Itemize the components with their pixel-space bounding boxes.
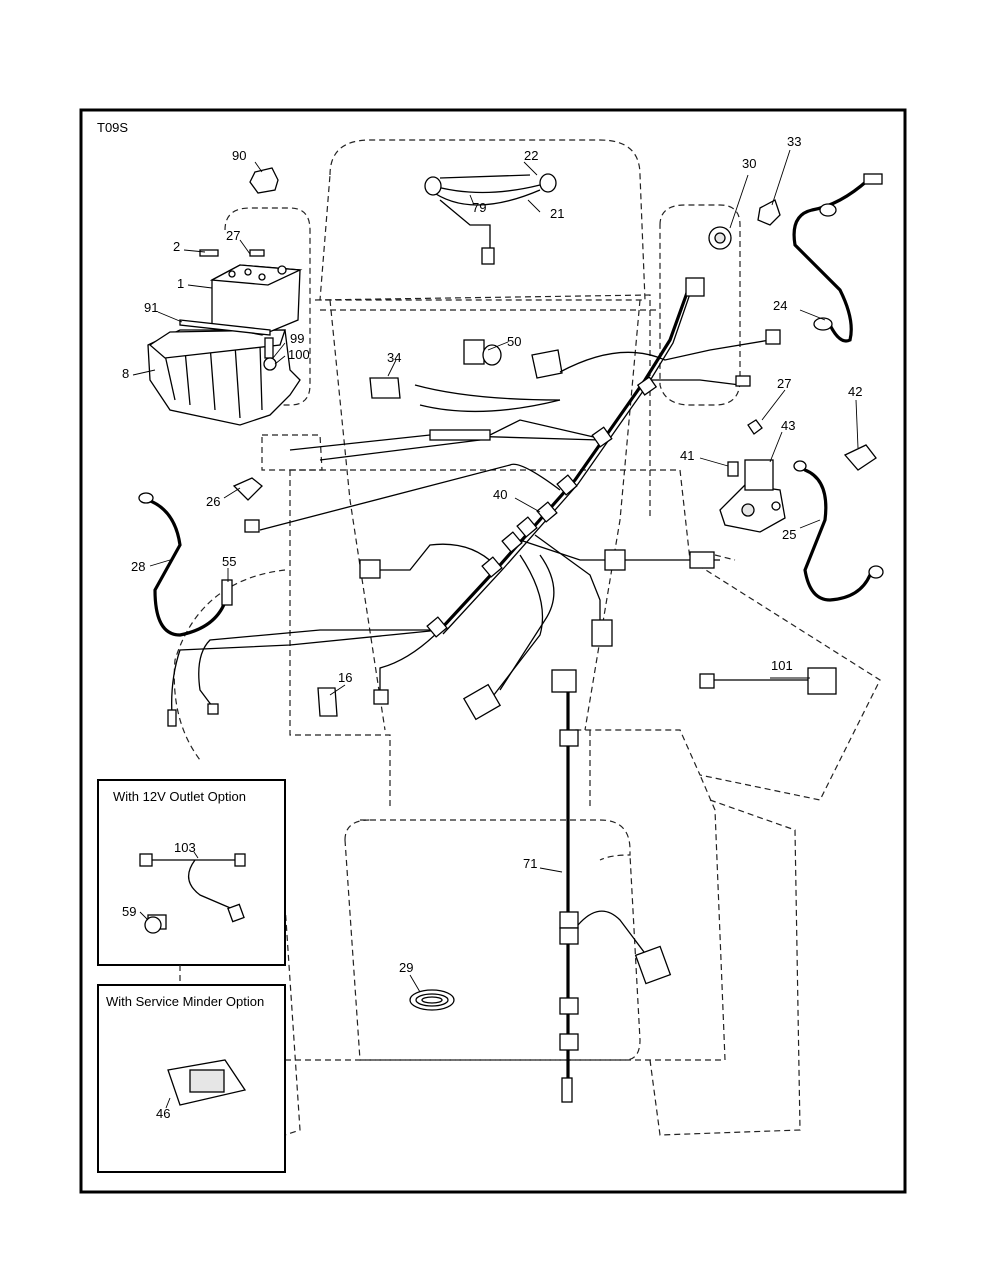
callout-leaders (132, 149, 859, 1109)
part-26-clip (232, 477, 263, 501)
ignition-switch (708, 226, 732, 250)
hold-down-nut (263, 357, 277, 371)
diagram-frame (79, 108, 907, 1194)
callout-30: 30 (742, 156, 756, 171)
callout-22: 22 (524, 148, 538, 163)
part-42-clamp (843, 444, 877, 471)
12v-outlet (144, 914, 167, 934)
callout-21: 21 (550, 206, 564, 221)
callout-100: 100 (288, 347, 310, 362)
part-50-switch (463, 339, 502, 366)
callout-43: 43 (781, 418, 795, 433)
part-16-relay (317, 687, 338, 717)
terminal-nut (249, 249, 265, 257)
solenoid-bolt (727, 461, 739, 477)
callout-8: 8 (122, 366, 129, 381)
callout-91: 91 (144, 300, 158, 315)
outlet-harness (139, 853, 246, 923)
part-90-clip (249, 167, 279, 194)
main-harness (167, 277, 781, 727)
tractor-outline (173, 139, 881, 1136)
callout-46: 46 (156, 1106, 170, 1121)
callouts: 2 27 1 91 8 99 100 90 22 21 79 30 33 24 … (122, 134, 862, 1121)
callout-33: 33 (787, 134, 801, 149)
hold-down-bolt (264, 337, 274, 359)
inset-12v-outlet (97, 779, 286, 966)
terminal-nut-2 (747, 419, 763, 435)
callout-40: 40 (493, 487, 507, 502)
inset-12v-outlet-title: With 12V Outlet Option (113, 789, 246, 804)
battery-assembly (147, 249, 303, 426)
callout-42: 42 (848, 384, 862, 399)
callout-71: 71 (523, 856, 537, 871)
callout-25: 25 (782, 527, 796, 542)
callout-34: 34 (387, 350, 401, 365)
negative-cable (146, 498, 227, 637)
headlight-harness (424, 173, 557, 265)
callout-29: 29 (399, 960, 413, 975)
callout-24: 24 (773, 298, 787, 313)
callout-101: 101 (771, 658, 793, 673)
callout-27-battery: 27 (226, 228, 240, 243)
callout-27-solenoid: 27 (777, 376, 791, 391)
callout-28: 28 (131, 559, 145, 574)
callout-79: 79 (472, 200, 486, 215)
callout-90: 90 (232, 148, 246, 163)
part-33-switch (757, 199, 781, 226)
callout-55: 55 (222, 554, 236, 569)
callout-1: 1 (177, 276, 184, 291)
inset-service-minder-title: With Service Minder Option (106, 994, 264, 1009)
callout-99: 99 (290, 331, 304, 346)
callout-41: 41 (680, 448, 694, 463)
harness-71 (551, 669, 672, 1103)
starter-solenoid (719, 459, 786, 533)
hold-down-strap (179, 319, 271, 336)
diagram-id: T09S (97, 120, 128, 135)
callout-16: 16 (338, 670, 352, 685)
control-module (531, 349, 563, 379)
service-minder-module (167, 1059, 247, 1106)
callout-50: 50 (507, 334, 521, 349)
callout-103: 103 (174, 840, 196, 855)
terminal-bolt (199, 249, 219, 257)
callout-2: 2 (173, 239, 180, 254)
harness-101 (699, 667, 837, 695)
callout-59: 59 (122, 904, 136, 919)
callout-26: 26 (206, 494, 220, 509)
cable-ties (409, 989, 455, 1011)
part-34-switch (369, 377, 401, 399)
cable-bolt (221, 579, 233, 606)
starter-cable (803, 468, 872, 602)
